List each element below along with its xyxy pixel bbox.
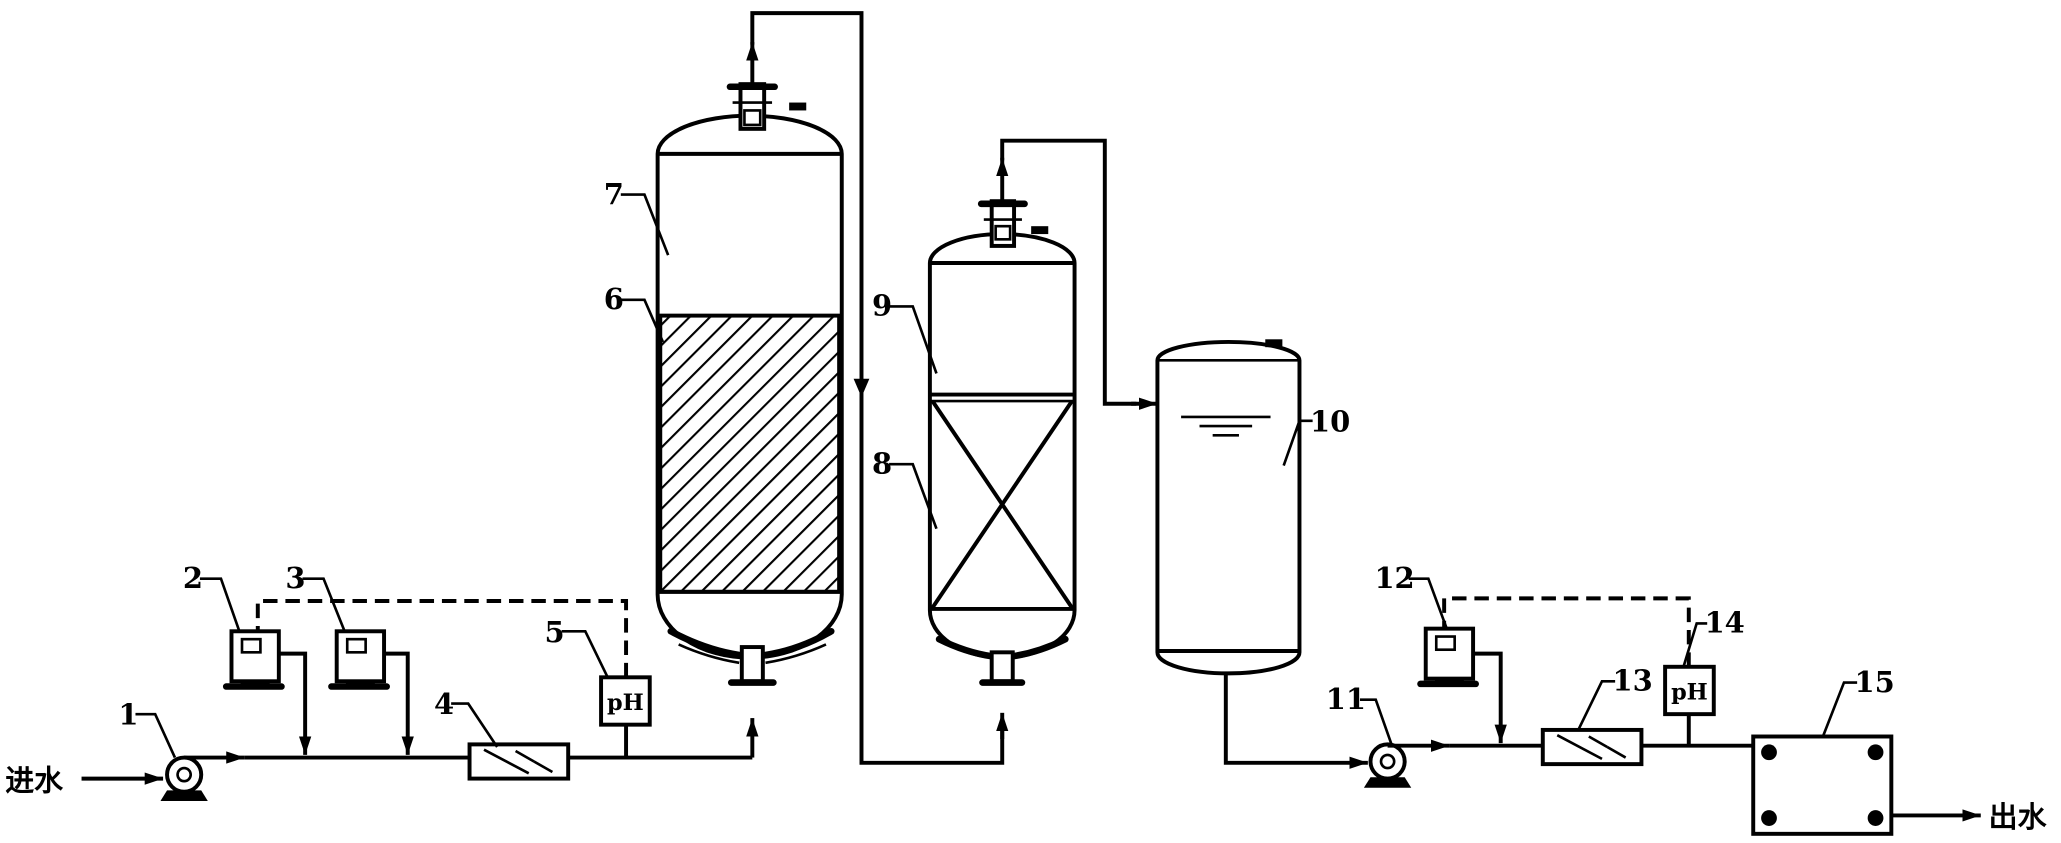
mixer-13-element-a	[1556, 734, 1603, 761]
callout-12-leader	[1408, 577, 1449, 630]
dosing-unit-12-line	[1473, 651, 1507, 744]
callouts: 1 2 3 4 5 7 6 9 8 10 11 12 13 14 15	[118, 177, 1895, 759]
control-signal-line-left	[255, 599, 629, 678]
settling-tank-shell	[1155, 339, 1302, 676]
pump-11-impeller	[1379, 753, 1396, 770]
mixer-13-element-c	[1606, 745, 1627, 759]
callout-2-leader	[199, 577, 241, 632]
dosing-unit-12-display	[1434, 635, 1456, 652]
reactor-distributor-left	[667, 627, 743, 659]
feed-line-left	[244, 718, 759, 760]
outlet-label: 出水	[1989, 800, 2048, 834]
pump-11-base	[1363, 777, 1412, 788]
callout-15: 15	[1855, 665, 1895, 699]
callout-11: 11	[1326, 682, 1366, 716]
callout-10-leader	[1282, 419, 1313, 466]
callout-6-leader	[620, 298, 665, 343]
dosing-unit-3	[328, 629, 414, 755]
ph-meter-5: pH	[599, 675, 652, 758]
callout-10: 10	[1310, 404, 1350, 438]
callout-14: 14	[1705, 606, 1745, 640]
control-signal-line-right	[1442, 596, 1691, 667]
callout-9: 9	[872, 289, 892, 323]
filter-unit-15	[1751, 734, 1894, 836]
inlet-label: 进水	[5, 763, 64, 797]
tank-outlet-pipe	[1223, 672, 1368, 769]
reactor-distributor-right-inner	[765, 643, 827, 665]
callout-2: 2	[183, 561, 203, 595]
callout-8: 8	[872, 446, 892, 480]
transfer-pipe-2	[996, 138, 1158, 410]
pump-1	[160, 751, 245, 801]
packed-column-shell	[927, 232, 1077, 660]
inlet: 进水	[5, 763, 164, 797]
dosing-unit-2	[222, 629, 312, 755]
packed-column-distributor-right	[1009, 635, 1069, 660]
dosing-unit-3-line	[384, 651, 414, 755]
callout-4-leader	[451, 702, 499, 748]
callout-3: 3	[285, 561, 305, 595]
callout-15-leader	[1821, 681, 1858, 737]
dosing-unit-12-stand	[1434, 678, 1464, 683]
callout-13: 13	[1612, 663, 1652, 697]
filter-unit-15-bolt-br	[1867, 810, 1884, 826]
callout-3-leader	[302, 577, 346, 632]
reactor-bottom-nozzle	[739, 645, 765, 684]
callout-13-leader	[1577, 679, 1616, 731]
dosing-unit-2-line	[278, 651, 312, 755]
filter-unit-15-bolt-tl	[1761, 744, 1777, 761]
callout-1-leader	[135, 712, 177, 759]
transfer-pipe-2-run	[1000, 138, 1137, 406]
callout-6: 6	[604, 282, 624, 316]
dosing-unit-12	[1417, 626, 1507, 744]
callout-9-leader	[889, 305, 938, 374]
pump-1-impeller	[176, 766, 193, 783]
transfer-pipe-1-down-arrow	[853, 378, 870, 398]
reactor-distributor-right	[762, 627, 835, 659]
callout-14-leader	[1682, 622, 1708, 668]
pump-1-base	[160, 790, 208, 801]
mixer-13	[1540, 727, 1644, 767]
transfer-pipe-1	[746, 11, 1009, 765]
packed-column-bottom-nozzle	[989, 650, 1015, 684]
reactor-top-nozzle-port	[743, 109, 762, 127]
callout-7: 7	[604, 177, 624, 211]
ph-meter-14: pH	[1663, 664, 1716, 746]
dosing-unit-2-display	[240, 637, 262, 654]
settling-tank-10	[1155, 339, 1302, 676]
packing-bed-6	[658, 313, 842, 594]
mixer-4	[467, 742, 571, 781]
reactor-distributor-left-inner	[678, 643, 740, 665]
settling-tank-vent	[1265, 339, 1283, 348]
ph-meter-5-label: pH	[607, 690, 644, 716]
callout-5-leader	[561, 629, 609, 678]
pump-11-casing	[1368, 742, 1407, 781]
packed-column-distributor-left	[935, 635, 995, 660]
reactor-column-6-7	[655, 82, 844, 686]
callout-1: 1	[118, 698, 138, 732]
filter-unit-15-bolt-tr	[1867, 744, 1884, 761]
outlet: 出水	[1891, 800, 2048, 834]
packed-column-top-port	[994, 224, 1012, 241]
callout-4: 4	[434, 687, 454, 721]
callout-8-leader	[889, 462, 938, 530]
callout-5: 5	[545, 615, 565, 649]
callout-12: 12	[1374, 561, 1414, 595]
mixer-4-element-b	[514, 749, 535, 763]
pump-11	[1363, 739, 1450, 788]
packing-section-8-brace-b	[930, 400, 1074, 609]
dosing-unit-3-display	[345, 637, 367, 654]
mixer-4-element-a	[483, 748, 530, 775]
mixer-4-element-c	[533, 760, 554, 774]
packed-column-8-9	[927, 199, 1077, 686]
reactor-vent	[789, 102, 807, 111]
callout-7-leader	[620, 193, 670, 256]
callout-11-leader	[1359, 698, 1393, 745]
packed-column-vent	[1031, 226, 1049, 235]
pump-1-casing	[165, 755, 204, 794]
ph-meter-14-label: pH	[1671, 680, 1708, 706]
mixer-13-element-b	[1588, 735, 1608, 749]
filter-unit-15-bolt-bl	[1761, 810, 1777, 826]
